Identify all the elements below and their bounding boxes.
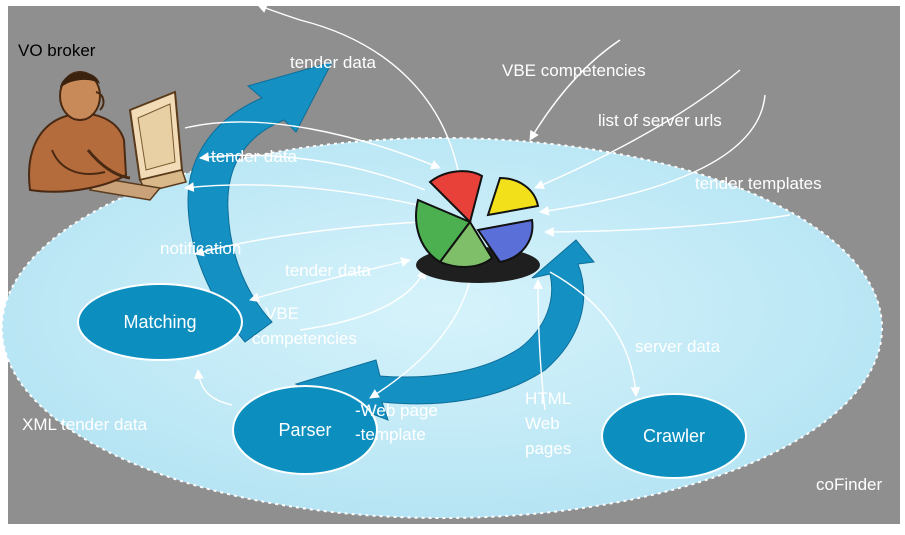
connector-broker-to-hub: [184, 121, 441, 170]
connector-hub-to-broker-b: [184, 182, 419, 206]
label-html-line1: HTML: [525, 389, 571, 408]
connector-hub-to-parser: [369, 279, 471, 399]
label-vo-broker: VO broker: [18, 41, 96, 60]
label-tender-data-low: tender data: [285, 261, 372, 280]
label-cofinder: coFinder: [816, 475, 882, 494]
label-vbe-line2: competencies: [252, 329, 357, 348]
connector-templates-to-hub: [539, 94, 766, 216]
connector-urls-to-hub: [534, 69, 741, 190]
label-list-of-server-urls: list of server urls: [598, 111, 722, 130]
label-vbe-competencies-top: VBE competencies: [502, 61, 646, 80]
label-web-page-line1: -Web page: [355, 401, 438, 420]
connector-tender-data-low: [249, 257, 411, 303]
cycle-arrow-right: [294, 239, 595, 421]
connectors: [184, 3, 791, 411]
connector-parser-to-matching: [194, 369, 233, 406]
connector-right-to-hub: [544, 214, 791, 237]
label-xml-tender-data: XML tender data: [22, 415, 148, 434]
label-tender-data-top: tender data: [290, 53, 377, 72]
pie-chart-icon: [415, 170, 540, 283]
label-html-line3: pages: [525, 439, 571, 458]
label-html-line2: Web: [525, 414, 560, 433]
node-parser[interactable]: Parser: [232, 385, 378, 475]
label-tender-templates: tender templates: [695, 174, 822, 193]
label-tender-data-mid: tender data: [211, 147, 298, 166]
node-crawler-label: Crawler: [643, 426, 705, 446]
connector-hub-to-top: [257, 3, 459, 171]
connector-vbe-to-hub: [529, 39, 621, 141]
person-at-computer-icon: [28, 71, 187, 201]
label-notification: notification: [160, 239, 241, 258]
connector-hub-to-broker-a: [199, 152, 426, 191]
node-crawler[interactable]: Crawler: [601, 393, 747, 479]
node-matching[interactable]: Matching: [77, 283, 243, 361]
label-server-data: server data: [635, 337, 721, 356]
connector-vbe-comp: [299, 269, 426, 331]
connector-notification: [194, 221, 421, 257]
cycle-arrow-left: [187, 61, 333, 343]
label-vbe-line1: VBE: [265, 304, 299, 323]
label-web-page-line2: -template: [355, 425, 426, 444]
connector-crawler-to-hub: [533, 279, 546, 411]
node-matching-label: Matching: [123, 312, 196, 332]
node-parser-label: Parser: [278, 420, 331, 440]
connector-hub-to-crawler: [549, 271, 641, 397]
